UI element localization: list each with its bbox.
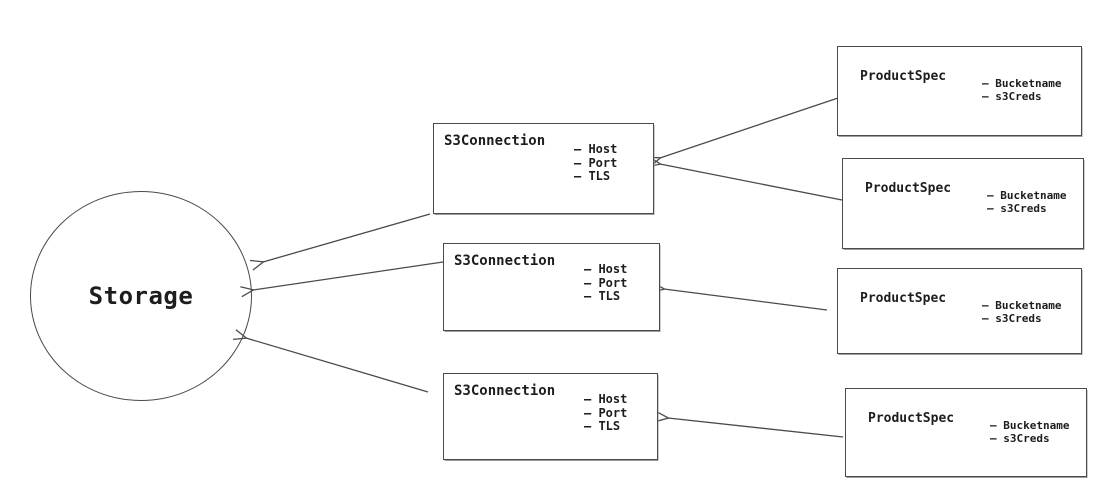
arrow-productspec2-to-s3connection1 [647, 156, 843, 201]
attribute-s3creds: – s3Creds [987, 201, 1047, 215]
attribute-s3creds: – s3Creds [982, 89, 1042, 103]
productspec-attributes: – Bucketname – s3Creds [982, 77, 1062, 103]
s3connection-title: S3Connection [444, 133, 546, 149]
attribute-tls: – TLS [574, 169, 611, 183]
attribute-bucketname: – Bucketname [987, 189, 1067, 202]
attribute-port: – Port [584, 275, 628, 290]
attribute-tls: – TLS [584, 289, 621, 303]
productspec-attributes: – Bucketname – s3Creds [990, 419, 1070, 445]
productspec-attributes: – Bucketname – s3Creds [982, 299, 1062, 325]
productspec-title: ProductSpec [868, 411, 955, 426]
attribute-s3creds: – s3Creds [982, 311, 1042, 325]
s3connection-node-2[interactable]: S3Connection – Host – Port – TLS [443, 243, 660, 331]
productspec-title: ProductSpec [865, 181, 952, 196]
attribute-tls: – TLS [584, 419, 621, 433]
attribute-bucketname: – Bucketname [982, 77, 1062, 90]
s3connection-title: S3Connection [454, 383, 556, 399]
arrow-productspec1-to-s3connection1 [646, 97, 839, 168]
productspec-title: ProductSpec [860, 291, 947, 306]
s3connection-attributes: – Host – Port – TLS [584, 392, 628, 434]
storage-node[interactable]: Storage [30, 191, 252, 401]
productspec-attributes: – Bucketname – s3Creds [987, 189, 1067, 215]
productspec-node-2[interactable]: ProductSpec – Bucketname – s3Creds [842, 158, 1084, 249]
attribute-host: – Host [574, 142, 618, 156]
arrow-productspec4-to-s3connection3 [655, 411, 844, 438]
arrow-s3connection3-to-storage [233, 329, 429, 393]
arrow-s3connection2-to-storage [240, 261, 444, 298]
attribute-port: – Port [574, 155, 618, 170]
attribute-host: – Host [584, 262, 628, 276]
productspec-node-4[interactable]: ProductSpec – Bucketname – s3Creds [845, 388, 1087, 477]
s3connection-attributes: – Host – Port – TLS [574, 142, 618, 184]
attribute-bucketname: – Bucketname [982, 299, 1062, 312]
productspec-node-3[interactable]: ProductSpec – Bucketname – s3Creds [837, 268, 1082, 354]
arrow-s3connection1-to-storage [250, 213, 431, 271]
attribute-s3creds: – s3Creds [990, 431, 1050, 445]
attribute-host: – Host [584, 392, 628, 406]
productspec-title: ProductSpec [860, 69, 947, 84]
s3connection-node-1[interactable]: S3Connection – Host – Port – TLS [433, 123, 654, 214]
storage-label: Storage [88, 282, 194, 310]
attribute-bucketname: – Bucketname [990, 419, 1070, 432]
arrow-productspec3-to-s3connection2 [651, 281, 828, 311]
s3connection-node-3[interactable]: S3Connection – Host – Port – TLS [443, 373, 658, 460]
productspec-node-1[interactable]: ProductSpec – Bucketname – s3Creds [837, 46, 1082, 136]
s3connection-title: S3Connection [454, 253, 556, 269]
s3connection-attributes: – Host – Port – TLS [584, 262, 628, 304]
attribute-port: – Port [584, 405, 628, 420]
